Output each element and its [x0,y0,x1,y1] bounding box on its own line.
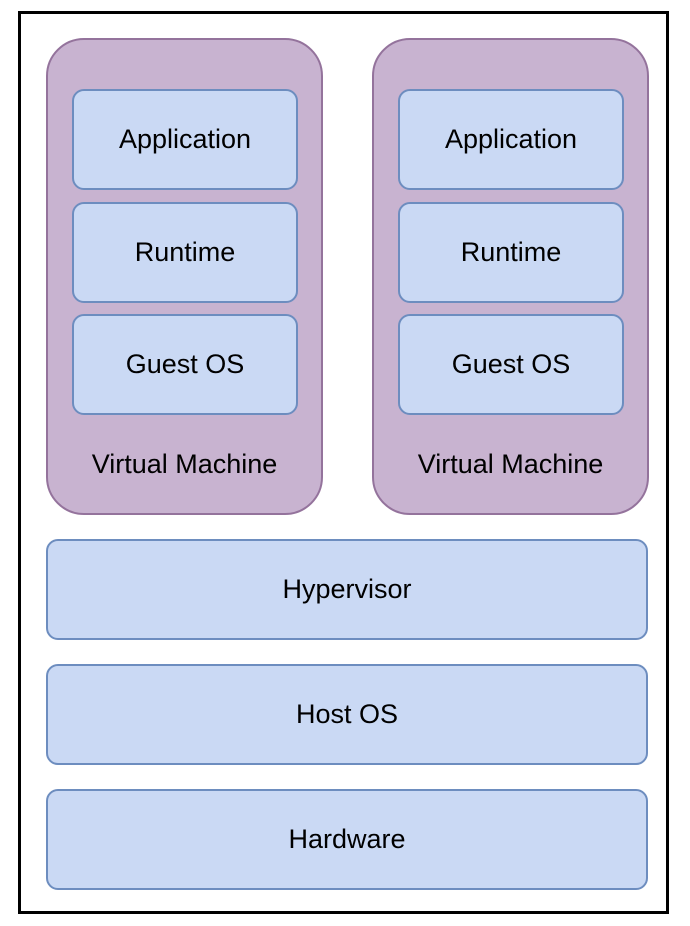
virtual-machine-1: Application Runtime Guest OS Virtual Mac… [46,38,323,515]
vm1-guest-os-label: Guest OS [125,349,245,379]
vm2-runtime-layer: Runtime [398,202,624,303]
vm2-application-label: Application [444,124,578,154]
vm1-runtime-label: Runtime [134,237,236,267]
hypervisor-label: Hypervisor [282,574,412,604]
vm2-guest-os-label: Guest OS [451,349,571,379]
hardware-layer: Hardware [46,789,648,890]
host-os-label: Host OS [295,699,399,729]
vm1-runtime-layer: Runtime [72,202,298,303]
vm2-label: Virtual Machine [417,449,604,479]
vm2-runtime-label: Runtime [460,237,562,267]
vm2-application-layer: Application [398,89,624,190]
vm1-guest-os-layer: Guest OS [72,314,298,415]
virtual-machine-2: Application Runtime Guest OS Virtual Mac… [372,38,649,515]
hardware-label: Hardware [288,824,406,854]
vm1-application-layer: Application [72,89,298,190]
vm1-application-label: Application [118,124,252,154]
vm1-label: Virtual Machine [91,449,278,479]
hypervisor-layer: Hypervisor [46,539,648,640]
vm2-guest-os-layer: Guest OS [398,314,624,415]
host-os-layer: Host OS [46,664,648,765]
